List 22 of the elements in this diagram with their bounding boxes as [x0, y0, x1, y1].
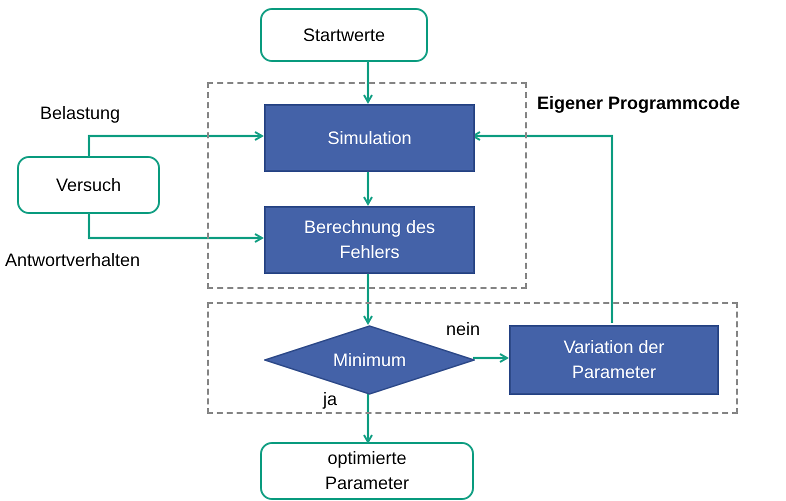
arrow	[363, 393, 373, 443]
arrow	[88, 131, 263, 156]
node-label: Startwerte	[302, 24, 386, 46]
dashed-group-frame	[207, 302, 738, 414]
node-label: Berechnung des Fehlers	[302, 216, 436, 264]
process-box	[264, 206, 475, 274]
node-label: Versuch	[56, 174, 122, 196]
node-label: Eigener Programmcode	[537, 92, 740, 115]
node-label: Minimum	[332, 348, 406, 372]
node-label: optimierte Parameter	[324, 447, 410, 495]
terminal-box	[260, 442, 474, 500]
arrow	[363, 272, 373, 324]
node-label: Variation der Parameter	[562, 336, 666, 384]
arrow	[363, 170, 373, 205]
process-box	[509, 325, 719, 395]
arrow	[363, 62, 373, 103]
process-box	[264, 104, 475, 172]
terminal-box	[17, 156, 160, 214]
arrow	[473, 353, 508, 363]
node-label: Simulation	[327, 126, 412, 150]
arrow	[88, 214, 263, 243]
terminal-box	[260, 8, 428, 62]
